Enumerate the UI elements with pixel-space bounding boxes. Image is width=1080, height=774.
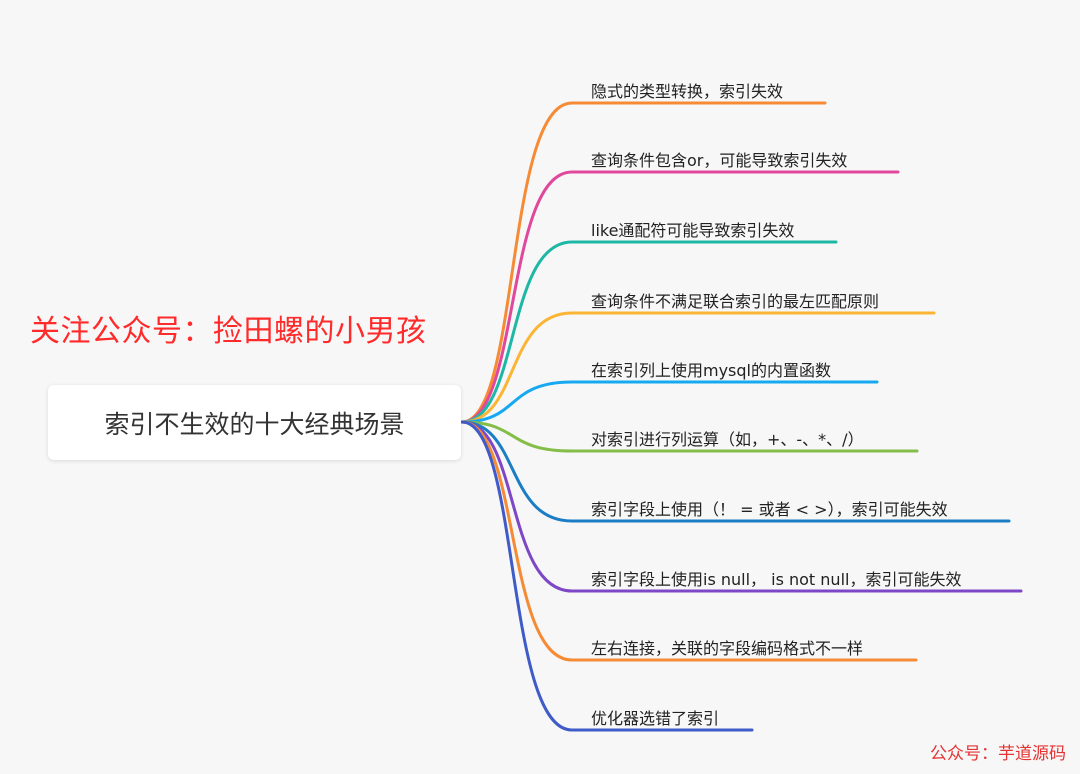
branch-node[interactable]: 对索引进行列运算（如，+、-、*、/） xyxy=(591,430,864,449)
branch-connector xyxy=(460,420,1011,523)
branch-connector xyxy=(460,420,919,453)
branch-node[interactable]: 隐式的类型转换，索引失效 xyxy=(591,82,784,101)
branch-connector xyxy=(460,420,918,662)
branch-node[interactable]: 优化器选错了索引 xyxy=(591,709,720,728)
branch-node[interactable]: 查询条件不满足联合索引的最左匹配原则 xyxy=(591,292,880,311)
branch-connector xyxy=(460,420,1023,593)
branch-node[interactable]: 查询条件包含or，可能导致索引失效 xyxy=(591,151,848,170)
watermark: 公众号：芋道源码 xyxy=(930,744,1066,764)
branch-connector xyxy=(460,311,936,424)
root-node[interactable]: 索引不生效的十大经典场景 xyxy=(48,385,461,460)
promo-text: 关注公众号：捡田螺的小男孩 xyxy=(30,314,427,349)
branch-connector xyxy=(460,420,754,732)
branch-connector xyxy=(460,101,827,424)
branch-connector xyxy=(460,170,900,424)
branch-node[interactable]: 索引字段上使用is null， is not null，索引可能失效 xyxy=(591,570,962,589)
branch-node[interactable]: 索引字段上使用（！ = 或者 < >），索引可能失效 xyxy=(591,500,948,519)
branch-connector xyxy=(460,240,838,424)
branch-node[interactable]: like通配符可能导致索引失效 xyxy=(591,221,795,240)
root-node-label: 索引不生效的十大经典场景 xyxy=(104,409,405,439)
branch-node[interactable]: 左右连接，关联的字段编码格式不一样 xyxy=(591,639,864,658)
branch-connector xyxy=(460,380,879,424)
branch-node[interactable]: 在索引列上使用mysql的内置函数 xyxy=(591,361,831,380)
